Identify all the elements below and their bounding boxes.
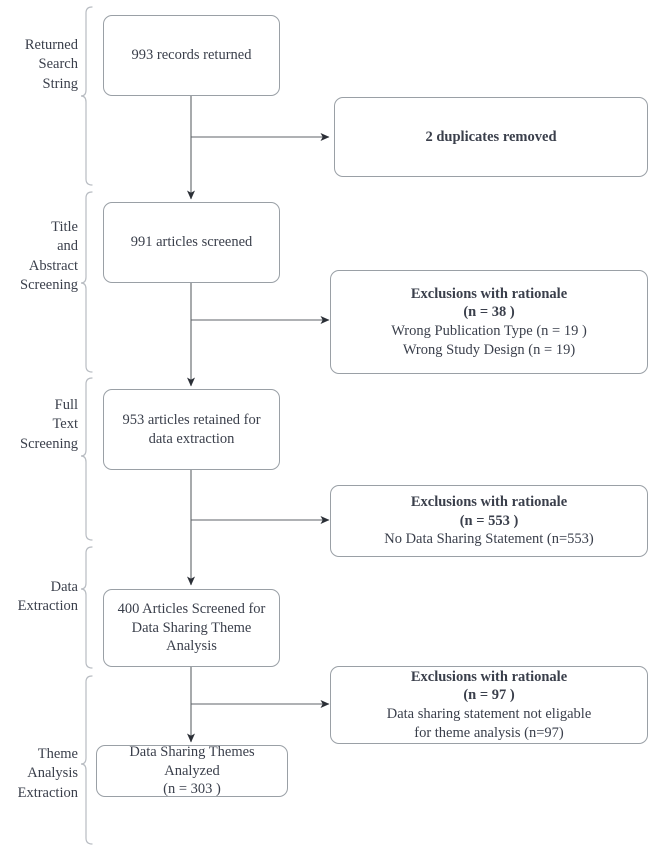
node-line: 400 Articles Screened for: [117, 601, 266, 618]
stage-label-theme-analysis-extraction: Theme Analysis Extraction: [17, 746, 78, 801]
node-line: 953 articles retained for: [122, 411, 261, 428]
node-line: Analysis: [166, 638, 217, 655]
node-line: 991 articles screened: [130, 234, 253, 251]
node-articles-theme-screened: 400 Articles Screened for Data Sharing T…: [103, 589, 280, 667]
node-articles-retained-text: 953 articles retained for data extractio…: [112, 411, 271, 448]
node-line: (n = 97 ): [463, 687, 515, 704]
node-records-returned-text: 993 records returned: [112, 46, 271, 65]
node-articles-retained: 953 articles retained for data extractio…: [103, 389, 280, 470]
brace-theme-analysis-extraction: [80, 675, 93, 845]
node-line: Analyzed: [164, 762, 220, 779]
node-articles-theme-screened-text: 400 Articles Screened for Data Sharing T…: [112, 600, 271, 656]
node-line: No Data Sharing Statement (n=553): [384, 531, 594, 548]
node-line: Wrong Study Design (n = 19): [402, 341, 576, 358]
node-themes-analyzed: Data Sharing Themes Analyzed (n = 303 ): [96, 743, 288, 799]
brace-title-abstract-screening: [80, 191, 93, 373]
node-duplicates-removed-text: 2 duplicates removed: [343, 128, 639, 147]
stage-label-returned-search-string: Returned Search String: [24, 37, 78, 92]
node-line: (n = 303 ): [163, 781, 221, 798]
node-exclusions-theme: Exclusions with rationale (n = 97 ) Data…: [330, 666, 648, 744]
node-exclusions-theme-text: Exclusions with rationale (n = 97 ) Data…: [339, 668, 639, 742]
node-line: Exclusions with rationale: [410, 668, 568, 685]
brace-data-extraction: [80, 546, 93, 669]
node-line: 2 duplicates removed: [425, 128, 557, 145]
node-line: Exclusions with rationale: [410, 285, 568, 302]
stage-label-full-text-screening: Full Text Screening: [20, 397, 78, 452]
brace-full-text-screening: [80, 377, 93, 541]
node-articles-screened-text: 991 articles screened: [112, 233, 271, 252]
node-line: (n = 553 ): [459, 512, 519, 529]
brace-returned-search-string: [80, 6, 93, 186]
node-exclusions-title-abstract-text: Exclusions with rationale (n = 38 ) Wron…: [339, 285, 639, 359]
node-line: Exclusions with rationale: [410, 494, 568, 511]
node-exclusions-title-abstract: Exclusions with rationale (n = 38 ) Wron…: [330, 270, 648, 374]
node-line: 993 records returned: [131, 47, 252, 64]
node-line: data extraction: [148, 430, 235, 447]
node-line: Data Sharing Themes: [129, 744, 255, 761]
stage-label-data-extraction: Data Extraction: [17, 579, 78, 615]
node-exclusions-full-text-text: Exclusions with rationale (n = 553 ) No …: [339, 493, 639, 549]
node-line: Wrong Publication Type (n = 19 ): [391, 323, 587, 339]
node-articles-screened: 991 articles screened: [103, 202, 280, 283]
node-line: Data sharing statement not eligable: [386, 706, 592, 722]
node-line: (n = 38 ): [463, 304, 515, 321]
node-exclusions-full-text: Exclusions with rationale (n = 553 ) No …: [330, 485, 648, 557]
stage-label-title-abstract-screening: Title and Abstract Screening: [20, 219, 78, 293]
node-line: for theme analysis (n=97): [414, 724, 564, 741]
node-themes-analyzed-text: Data Sharing Themes Analyzed (n = 303 ): [105, 743, 279, 799]
node-records-returned: 993 records returned: [103, 15, 280, 96]
node-line: Data Sharing Theme: [131, 619, 252, 636]
node-duplicates-removed: 2 duplicates removed: [334, 97, 648, 177]
